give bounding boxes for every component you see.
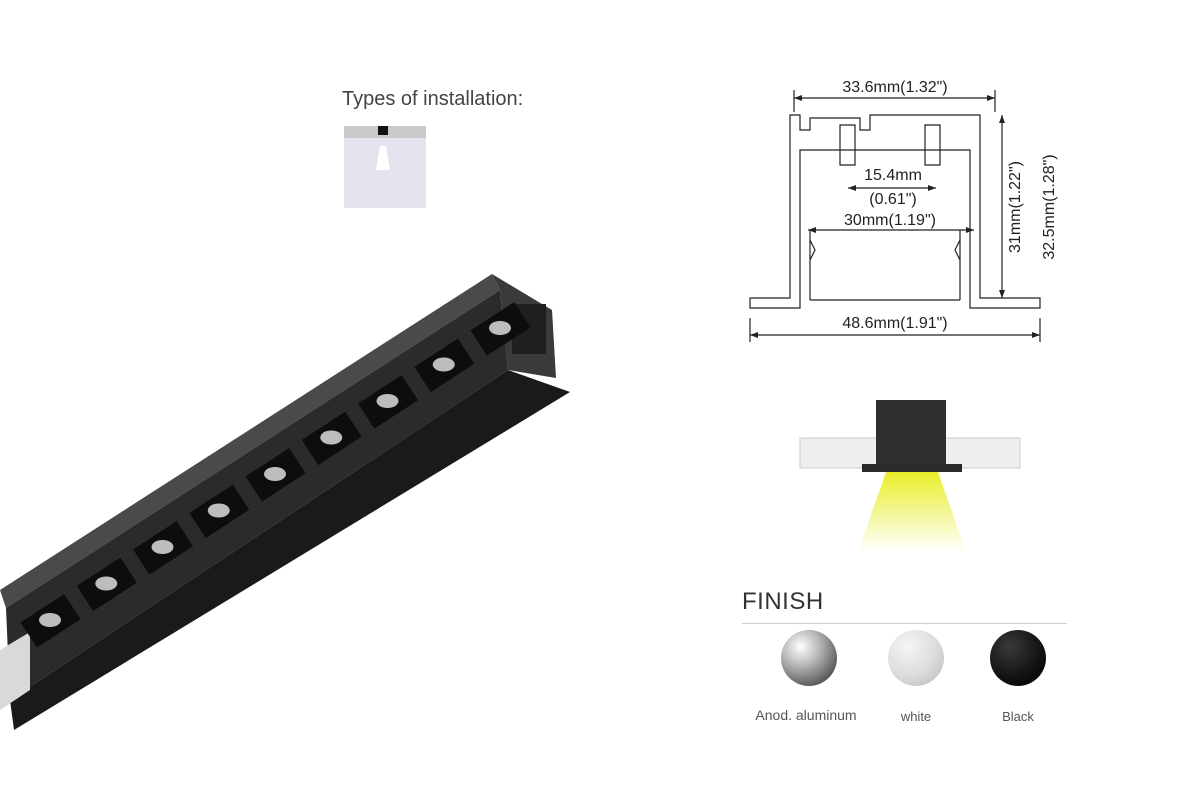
product-photo (0, 274, 570, 730)
led-lens (151, 540, 174, 554)
led-cells (20, 302, 531, 648)
led-lens (320, 430, 343, 445)
swatch-label-anodized-aluminum: Anod. aluminum (755, 707, 857, 723)
led-lens (207, 503, 230, 518)
recessed-installation-icon (344, 126, 426, 208)
dim-top-label: 33.6mm(1.32") (842, 79, 947, 96)
swatch-anodized-aluminum (781, 630, 837, 686)
swatch-white (888, 630, 944, 686)
led-lens (432, 357, 455, 372)
led-lens (376, 394, 399, 408)
dim-height-inner-label: 31mm(1.22") (1007, 161, 1024, 253)
led-lens (264, 467, 286, 481)
dim-inner-width-label: 30mm(1.19") (844, 212, 936, 229)
led-lens (489, 321, 511, 335)
installation-title: Types of installation: (342, 88, 524, 110)
dim-height-outer-label: 32.5mm(1.28") (1041, 154, 1058, 259)
led-lens (39, 613, 61, 627)
recessed-installation-illustration (799, 400, 1021, 552)
finish-title: FINISH (742, 588, 824, 615)
led-lens (95, 576, 118, 591)
dim-bottom-label: 48.6mm(1.91") (842, 315, 947, 332)
dim-inner-label-2: (0.61") (869, 191, 916, 208)
swatch-black (990, 630, 1046, 686)
swatch-label-white: white (900, 709, 932, 724)
finish-divider (742, 623, 1067, 624)
profile-dimension-drawing: 33.6mm(1.32") 15.4mm (0.61") 30mm(1.19")… (749, 79, 1058, 342)
swatch-label-black: Black (1002, 709, 1034, 724)
dim-inner-label-1: 15.4mm (864, 167, 922, 184)
